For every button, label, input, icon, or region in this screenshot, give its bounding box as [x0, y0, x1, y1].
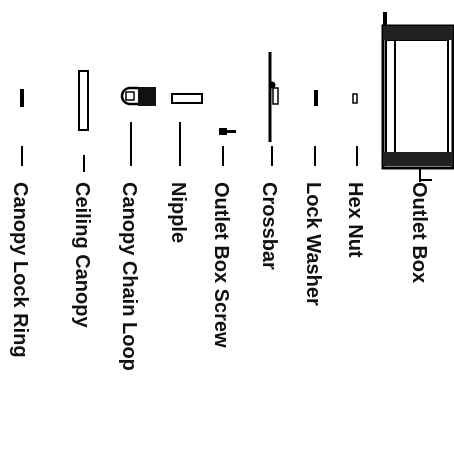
- label-canopy-lock-ring: Canopy Lock Ring: [9, 182, 31, 358]
- label-crossbar: Crossbar: [258, 182, 280, 270]
- label-nipple: Nipple: [167, 182, 189, 244]
- outlet-box-drawing: [381, 12, 454, 182]
- outlet-box-screw-drawing: [219, 128, 236, 135]
- crossbar-drawing: [268, 52, 279, 142]
- nipple-drawing: [171, 93, 203, 104]
- ceiling-canopy-drawing: [78, 70, 89, 131]
- label-lock-washer: Lock Washer: [302, 182, 324, 306]
- label-outlet-box: Outlet Box: [408, 182, 430, 284]
- label-outlet-box-screw: Outlet Box Screw: [210, 182, 232, 348]
- label-ceiling-canopy: Ceiling Canopy: [71, 182, 93, 328]
- canopy-chain-loop-drawing: [120, 86, 156, 106]
- label-canopy-chain-loop: Canopy Chain Loop: [118, 182, 140, 371]
- label-hex-nut: Hex Nut: [344, 182, 366, 258]
- hex-nut-drawing: [352, 93, 358, 104]
- leader-lines: [21, 122, 432, 181]
